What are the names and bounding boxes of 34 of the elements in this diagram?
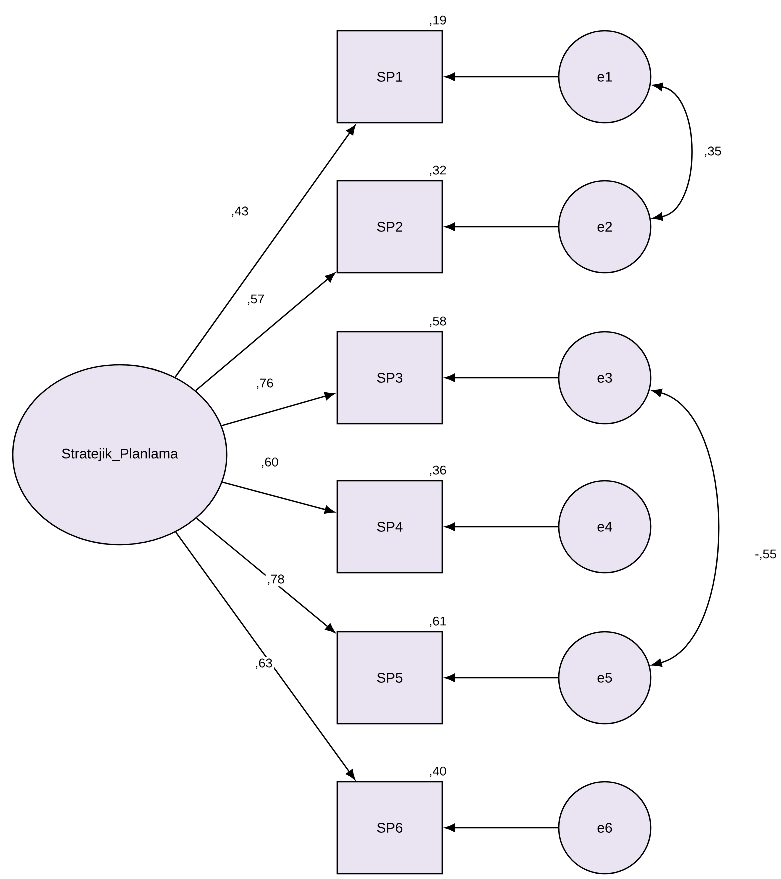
- r-squared-label: ,36: [430, 466, 446, 476]
- edge-label: -,55: [756, 550, 776, 560]
- edge-label: ,60: [262, 458, 278, 468]
- edge-label: ,78: [268, 574, 284, 586]
- arrow: [652, 388, 720, 668]
- observed-variable-box: SP4: [336, 480, 444, 574]
- arrow: [176, 532, 356, 780]
- r-squared-label: ,40: [430, 766, 446, 778]
- arrow: [445, 374, 558, 382]
- r-squared-label: ,19: [430, 16, 446, 26]
- arrow: [445, 222, 558, 232]
- arrow: [196, 518, 336, 634]
- arrow: [222, 482, 335, 514]
- observed-variable-box: SP3: [336, 331, 444, 425]
- r-squared-label: ,32: [430, 166, 446, 176]
- edge-label: ,43: [232, 206, 248, 218]
- observed-variable-box: SP1: [336, 30, 444, 124]
- edge-label: ,57: [248, 294, 264, 306]
- observed-variable-box: SP2: [336, 180, 444, 274]
- edge-label: ,63: [256, 658, 272, 670]
- observed-variable-box: SP5: [336, 631, 444, 725]
- edge-label: ,76: [257, 378, 274, 390]
- r-squared-label: ,61: [430, 616, 446, 628]
- arrow: [174, 125, 356, 378]
- arrow: [652, 82, 693, 222]
- r-squared-label: ,58: [430, 316, 446, 328]
- observed-variable-box: SP6: [336, 781, 444, 875]
- edge-label: ,35: [705, 146, 722, 158]
- arrow: [196, 272, 336, 392]
- arrow: [445, 72, 558, 82]
- arrow: [445, 522, 558, 532]
- arrow: [445, 824, 558, 832]
- arrow: [445, 674, 558, 682]
- arrow: [222, 392, 335, 427]
